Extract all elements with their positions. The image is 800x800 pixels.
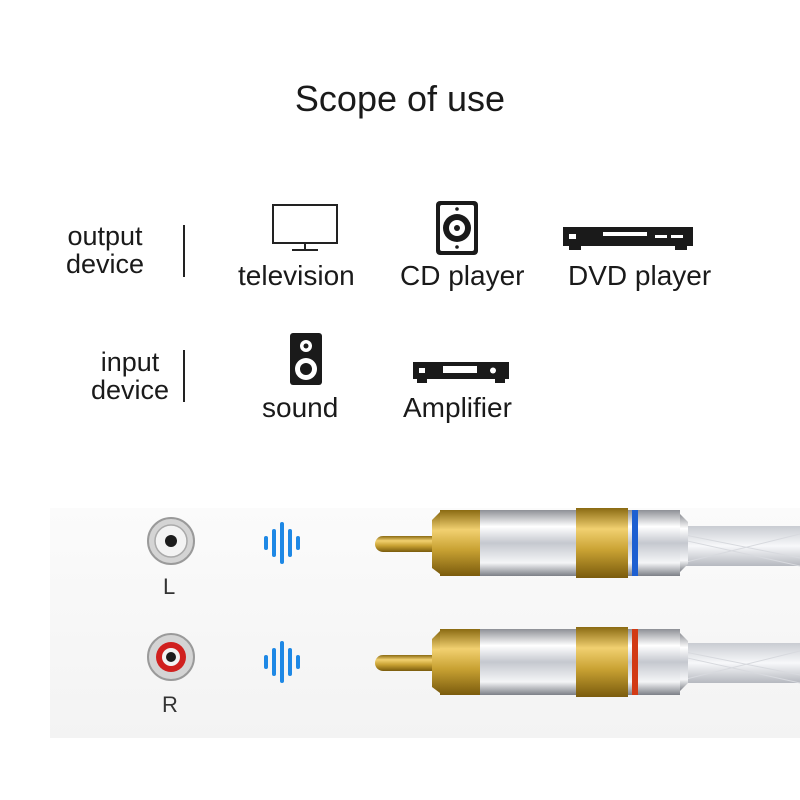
rca-plug-pair — [375, 508, 800, 697]
speaker-icon — [290, 333, 322, 385]
dvd-player-icon — [563, 227, 693, 251]
channel-band-right — [632, 629, 638, 695]
rca-plug-left — [375, 508, 800, 578]
device-label-dvd-player: DVD player — [568, 260, 712, 291]
channel-label-left: L — [163, 574, 176, 599]
input-label-line2: device — [90, 375, 170, 405]
device-label-sound: sound — [262, 392, 339, 423]
output-device-label: output device — [55, 222, 155, 278]
device-label-television: television — [238, 260, 355, 291]
device-label-amplifier: Amplifier — [403, 392, 512, 423]
sound-wave-icon-left — [263, 521, 303, 565]
rca-plug-right — [375, 627, 800, 697]
input-divider — [183, 350, 185, 402]
device-label-cd-player: CD player — [400, 260, 525, 291]
output-divider — [183, 225, 185, 277]
cd-player-icon — [436, 201, 478, 255]
output-label-line2: device — [65, 249, 145, 279]
amplifier-icon — [413, 362, 509, 384]
output-label-line1: output — [67, 221, 143, 251]
rca-jack-left — [146, 516, 196, 566]
input-label-line1: input — [100, 347, 160, 377]
rca-jack-right — [146, 632, 196, 682]
input-device-label: input device — [80, 348, 180, 404]
channel-label-right: R — [162, 692, 178, 717]
sound-wave-icon-right — [263, 640, 303, 684]
channel-band-left — [632, 510, 638, 576]
tv-icon — [272, 204, 338, 252]
page-title: Scope of use — [294, 78, 506, 119]
